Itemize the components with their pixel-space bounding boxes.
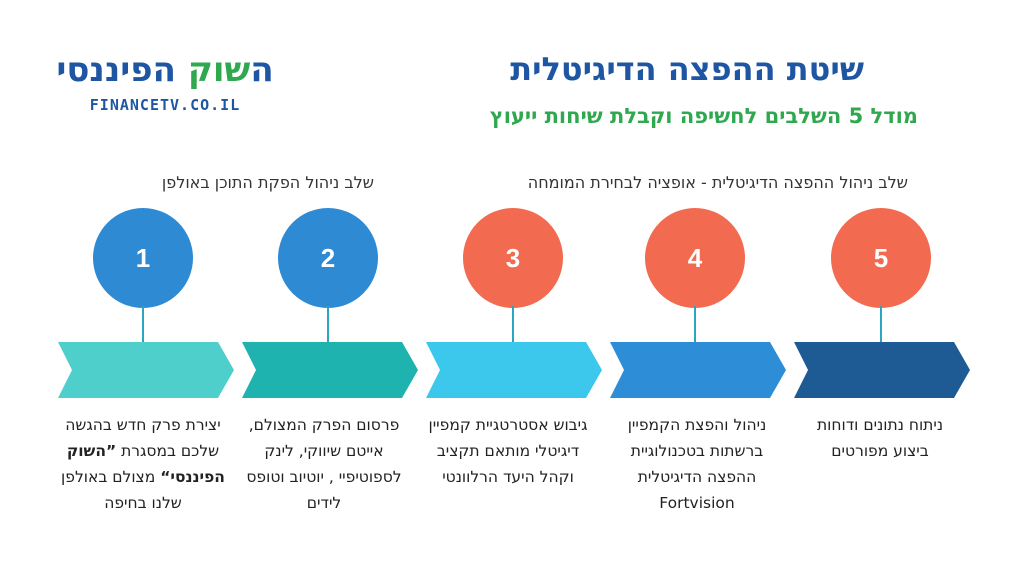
step-5-number: 5	[873, 242, 889, 273]
step-4-circle: 4	[645, 208, 745, 308]
phase-label-studio: שלב ניהול הפקת התוכן באולפן	[161, 173, 374, 192]
step-3-circle: 3	[463, 208, 563, 308]
step-2-circle: 2	[278, 208, 378, 308]
step-1-desc-start: יצירת פרק חדש בהגשה שלכם במסגרת	[65, 416, 221, 460]
step-1-circle: 1	[93, 208, 193, 308]
step-3-connector	[512, 306, 514, 344]
step-2-number: 2	[320, 242, 336, 273]
step-3-arrow	[426, 342, 602, 398]
step-2-description: פרסום הפרק המצולם, אייטם שיווקי, לינק לס…	[246, 416, 402, 512]
logo-part-2: שוק	[187, 50, 251, 90]
step-3-description: גיבוש אסטרטגיית קמפיין דיגיטלי מותאם תקצ…	[428, 416, 588, 486]
step-1-description: יצירת פרק חדש בהגשה שלכם במסגרת ”השוק הפ…	[58, 412, 228, 516]
step-3-number: 3	[505, 242, 521, 273]
step-1-arrow	[58, 342, 234, 398]
step-5-connector	[880, 306, 882, 344]
step-2-arrow	[242, 342, 418, 398]
logo-part-3: הפיננסי	[56, 50, 188, 90]
step-4-description: ניהול והפצת הקמפיין ברשתות בטכנולוגיית ה…	[627, 416, 767, 512]
logo: השוק הפיננסי	[40, 50, 290, 90]
step-1-connector	[142, 306, 144, 344]
step-4-connector	[694, 306, 696, 344]
page-subtitle: מודל 5 השלבים לחשיפה וקבלת שיחות ייעוץ	[489, 104, 918, 128]
logo-url: FINANCETV.CO.IL	[89, 96, 241, 114]
page-title: שיטת ההפצה הדיגיטלית	[510, 50, 864, 88]
step-5-circle: 5	[831, 208, 931, 308]
step-4-number: 4	[687, 242, 703, 273]
logo-part-1: ה	[250, 50, 274, 90]
step-1-desc-brand: ”השוק הפיננסי“	[66, 442, 225, 486]
step-2-connector	[327, 306, 329, 344]
step-4-arrow	[610, 342, 786, 398]
step-5-arrow	[794, 342, 970, 398]
step-5-description: ניתוח נתונים ודוחות ביצוע מפורטים	[816, 416, 944, 460]
step-1-desc-end: מצולם באולפן שלנו בחיפה	[61, 468, 182, 512]
step-1-number: 1	[135, 242, 151, 273]
phase-label-digital: שלב ניהול ההפצה הדיגיטלית - אופציה לבחיר…	[527, 173, 908, 192]
